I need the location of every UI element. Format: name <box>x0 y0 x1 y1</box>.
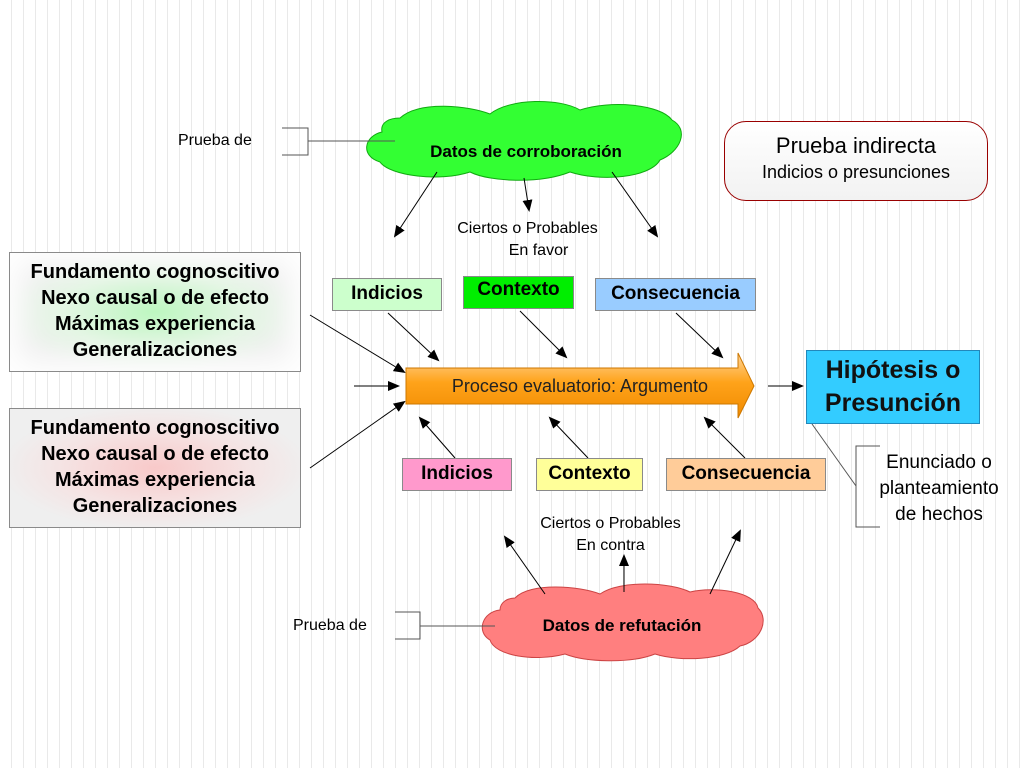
arrow-refutation-to-indicios <box>503 535 546 595</box>
fundamento-top-line4: Generalizaciones <box>72 339 238 361</box>
corroboration-cloud-label: Datos de corroboración <box>430 142 622 161</box>
arrow-consecuencia-to-proceso <box>675 312 724 359</box>
hipotesis-line1: Hipótesis o <box>825 356 961 384</box>
hipotesis-to-enunciado-line <box>811 423 857 487</box>
arrow-fund-top-to-proceso <box>309 314 406 374</box>
top-consecuencia-tag: Consecuencia <box>595 278 756 311</box>
refutation-cloud <box>481 583 764 662</box>
top-prueba-de-label: Prueba de <box>178 132 252 149</box>
fundamento-top-line1: Fundamento cognoscitivo <box>30 261 280 283</box>
fundamento-top-line3: Máximas experiencia <box>54 313 256 335</box>
bottom-prueba-bracket <box>395 611 495 640</box>
top-indicios-tag: Indicios <box>332 278 442 311</box>
arrow-cloud-to-contexto <box>522 177 533 212</box>
fundamento-top-line2: Nexo causal o de efecto <box>41 287 269 309</box>
arrow-bottom-indicios-to-proceso <box>418 416 456 459</box>
arrow-fund-bottom-to-proceso <box>309 400 406 469</box>
fundamento-bottom-line3: Máximas experiencia <box>54 469 256 491</box>
arrow-cloud-to-consecuencia <box>611 171 659 238</box>
fundamento-bottom-line1: Fundamento cognoscitivo <box>30 417 280 439</box>
proceso-arrow-shape <box>405 352 755 419</box>
bottom-prueba-de-label: Prueba de <box>293 617 367 634</box>
bottom-contexto-tag: Contexto <box>536 458 643 491</box>
arrow-refutation-to-consecuencia <box>709 529 741 595</box>
bottom-ciertos-line2: En contra <box>576 537 645 554</box>
enunciado-line1: Enunciado o <box>886 452 992 473</box>
title-sub: Indicios o presunciones <box>761 162 951 182</box>
arrow-cloud-to-indicios <box>393 171 438 238</box>
corroboration-cloud <box>366 101 682 181</box>
enunciado-bracket <box>855 445 880 528</box>
fundamento-bottom-box: Fundamento cognoscitivo Nexo causal o de… <box>9 408 301 528</box>
proceso-label: Proceso evaluatorio: Argumento <box>452 376 708 396</box>
top-ciertos-text: Ciertos o Probables En favor <box>425 218 630 262</box>
hipotesis-box: Hipótesis o Presunción <box>806 350 980 424</box>
fundamento-top-box: Fundamento cognoscitivo Nexo causal o de… <box>9 252 301 372</box>
top-ciertos-line2: En favor <box>508 242 569 259</box>
title-box: Prueba indirecta Indicios o presunciones <box>724 121 988 201</box>
bottom-consecuencia-tag: Consecuencia <box>666 458 826 491</box>
top-contexto-tag: Contexto <box>463 276 574 309</box>
enunciado-line3: de hechos <box>895 504 983 525</box>
arrow-bottom-contexto-to-proceso <box>548 416 589 459</box>
hipotesis-line2: Presunción <box>824 389 962 417</box>
bottom-ciertos-line1: Ciertos o Probables <box>540 515 681 532</box>
arrow-bottom-consecuencia-to-proceso <box>703 416 746 459</box>
fundamento-bottom-line4: Generalizaciones <box>72 495 238 517</box>
top-prueba-bracket <box>282 127 395 156</box>
enunciado-line2: planteamiento <box>879 478 999 499</box>
enunciado-text: Enunciado o planteamiento de hechos <box>862 450 1016 528</box>
top-ciertos-line1: Ciertos o Probables <box>457 220 598 237</box>
title-main: Prueba indirecta <box>775 133 937 158</box>
refutation-cloud-label: Datos de refutación <box>543 616 702 635</box>
arrow-indicios-to-proceso <box>387 312 440 362</box>
arrow-contexto-to-proceso <box>519 310 568 359</box>
fundamento-bottom-line2: Nexo causal o de efecto <box>41 443 269 465</box>
bottom-ciertos-text: Ciertos o Probables En contra <box>508 513 713 557</box>
bottom-indicios-tag: Indicios <box>402 458 512 491</box>
